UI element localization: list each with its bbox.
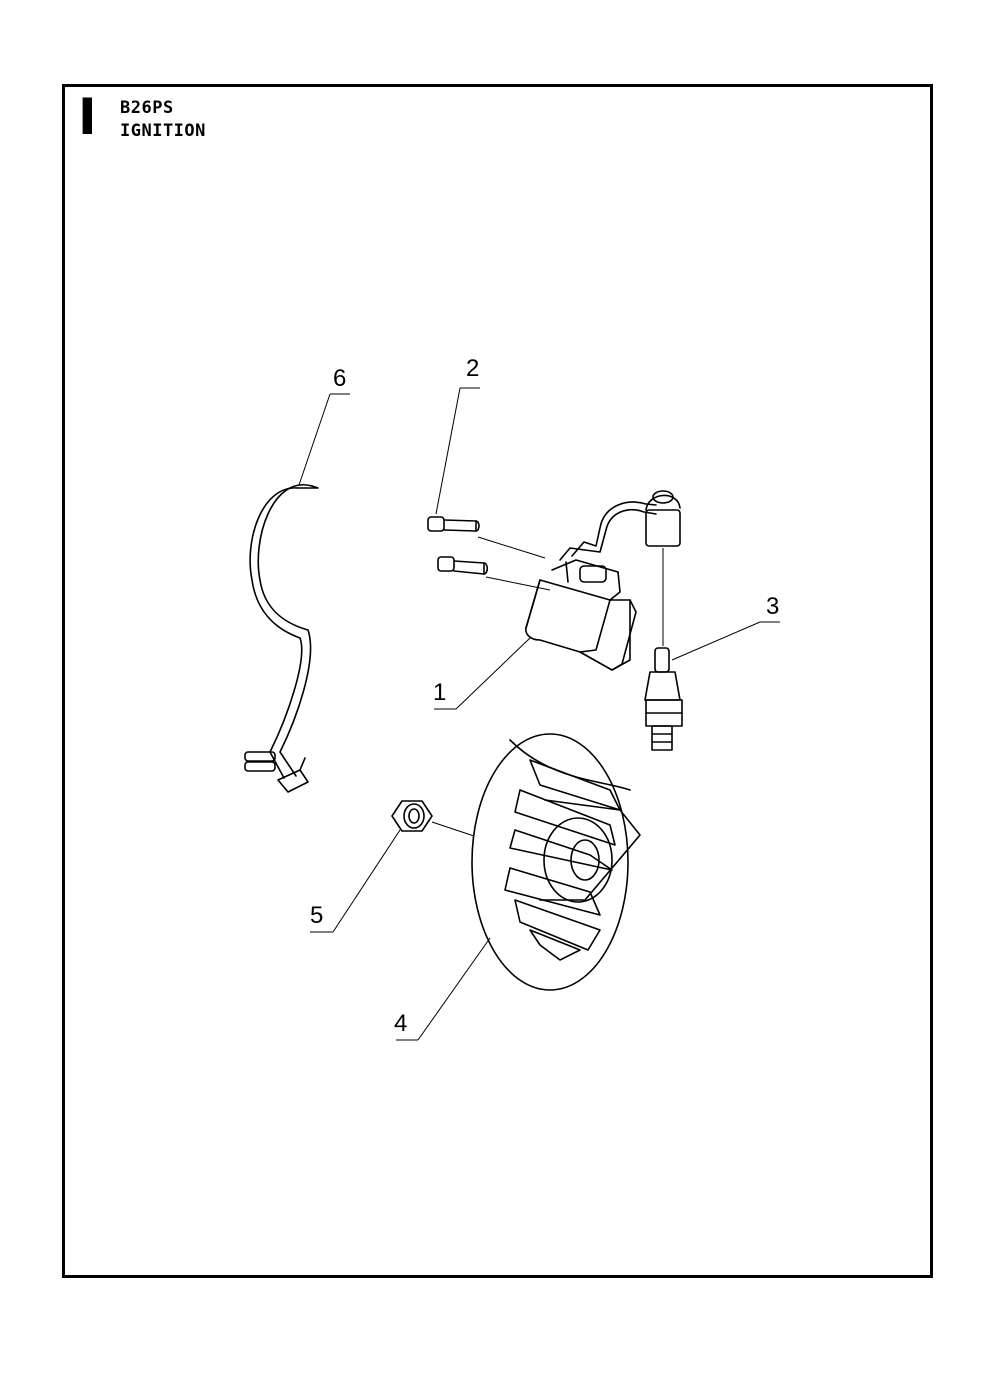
screws-drawing <box>427 516 489 575</box>
leader-line-6 <box>298 393 350 486</box>
leader-line-4 <box>396 937 491 1041</box>
callout-6: 6 <box>333 365 346 392</box>
section-title: IGNITION <box>120 121 206 141</box>
spark-plug-drawing <box>644 647 683 751</box>
nut-drawing <box>391 800 433 832</box>
stop-wire-drawing <box>244 483 319 793</box>
flywheel-drawing <box>471 733 641 991</box>
leader-line-3 <box>662 548 780 661</box>
callout-2: 2 <box>466 355 479 382</box>
callout-3: 3 <box>766 593 779 620</box>
section-letter: I <box>78 88 97 146</box>
callout-4: 4 <box>394 1010 407 1037</box>
leader-line-1 <box>434 637 531 710</box>
model-name: B26PS <box>120 98 174 118</box>
leader-line-2 <box>435 387 551 591</box>
callout-1: 1 <box>433 679 446 706</box>
leader-line-5 <box>310 821 475 933</box>
ignition-coil-drawing <box>525 490 681 671</box>
page-frame <box>62 84 933 1278</box>
callout-5: 5 <box>310 902 323 929</box>
